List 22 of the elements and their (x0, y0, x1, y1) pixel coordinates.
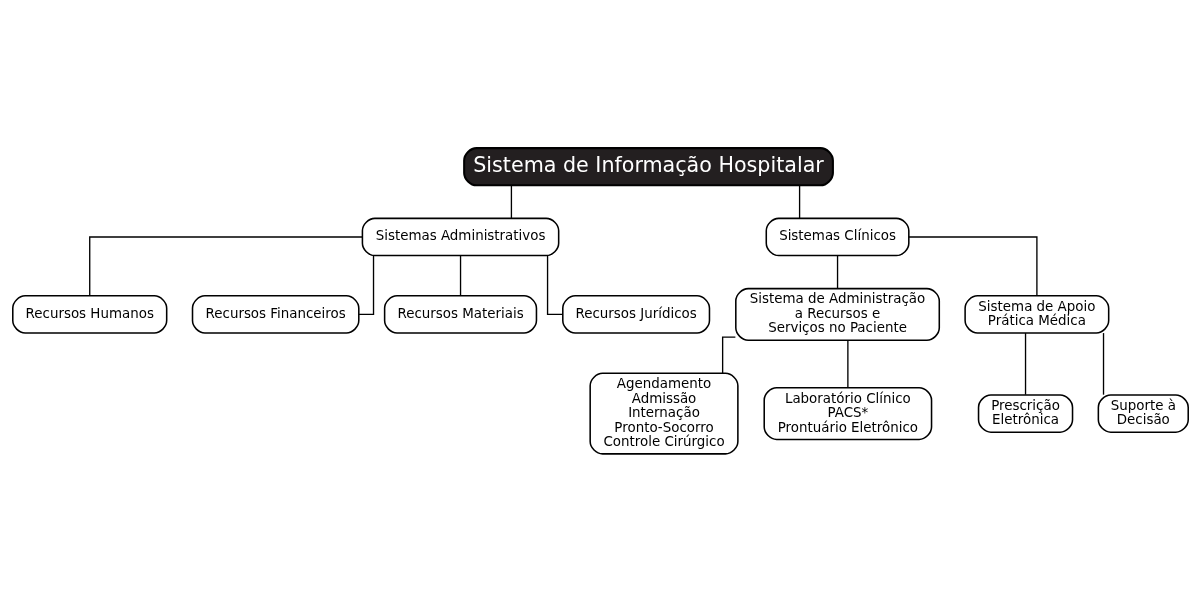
connector (1024, 331, 1027, 395)
connector (510, 184, 513, 219)
connector (836, 254, 839, 289)
connector (1102, 331, 1105, 395)
node-box: Laboratório Clínico PACS* Prontuário Eletrônico (763, 386, 933, 440)
node-box: Recursos Jurídicos (562, 294, 711, 334)
node-box: Recursos Humanos (12, 294, 168, 334)
node-box: Sistemas Clínicos (765, 217, 910, 256)
node-box: Sistema de Informação Hospitalar (463, 146, 834, 186)
connector (798, 184, 801, 219)
connector (847, 339, 849, 388)
connector (459, 254, 462, 296)
node-box: Recursos Financeiros (191, 294, 360, 334)
node-box: Sistema de Apoio Prática Médica (964, 294, 1110, 334)
node-box: Agendamento Admissão Internação Pronto-Socorro Controle Cirúrgico (589, 372, 739, 455)
connector (908, 235, 1038, 296)
node-box: Recursos Materiais (383, 294, 538, 334)
node-box: Suporte à Decisão (1097, 393, 1189, 433)
connector (89, 235, 363, 296)
node-box: Prescrição Eletrônica (977, 393, 1074, 433)
node-box: Sistema de Administração a Recursos e Serviços no Paciente (735, 287, 941, 341)
node-box: Sistemas Administrativos (361, 217, 560, 256)
